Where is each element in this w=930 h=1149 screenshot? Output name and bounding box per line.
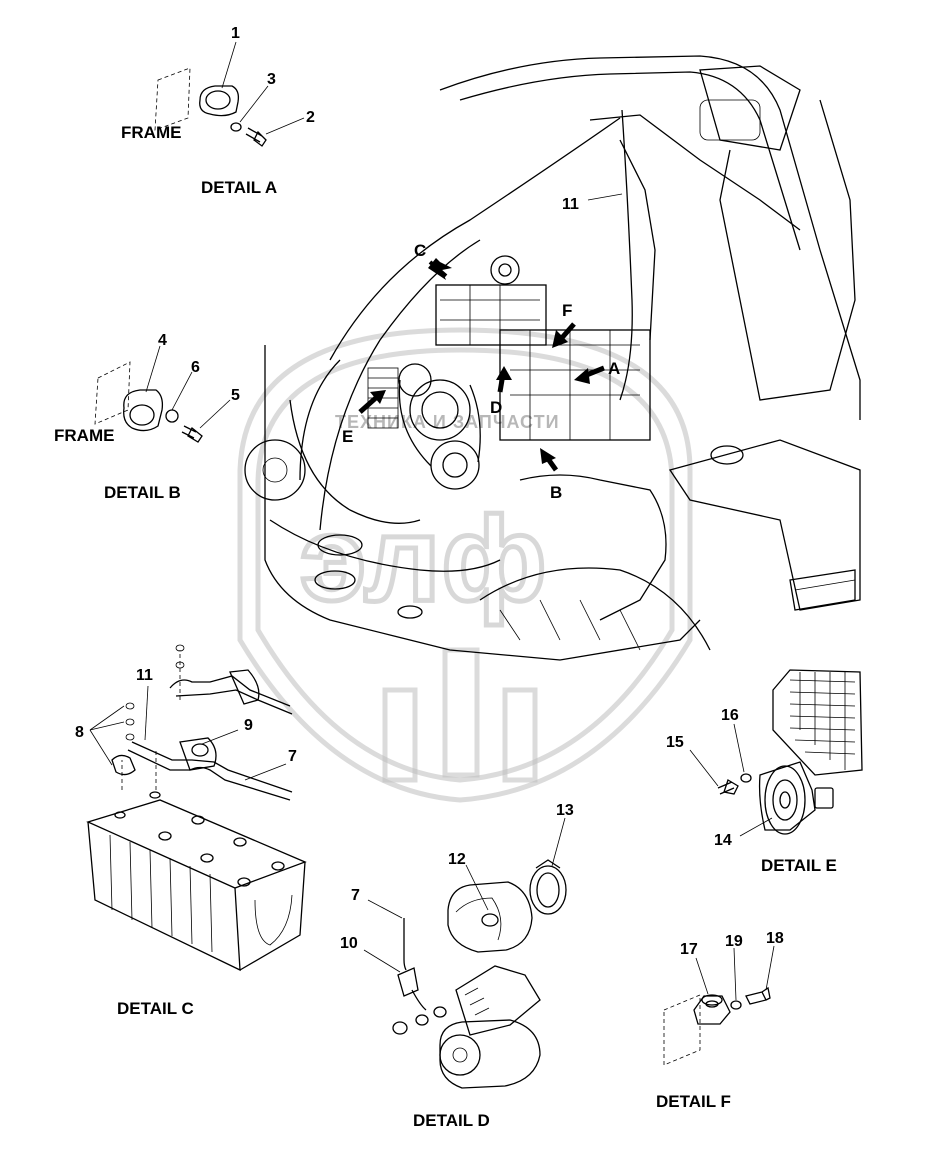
frame-label-b: FRAME	[54, 426, 114, 445]
detail-a: 1 3 2 FRAME DETAIL A	[121, 25, 315, 197]
callout-15: 15	[666, 734, 684, 751]
callout-4: 4	[158, 332, 167, 349]
callout-16: 16	[721, 707, 739, 724]
callout-3: 3	[267, 71, 276, 88]
detail-f-caption: DETAIL F	[656, 1092, 731, 1111]
frame-label-a: FRAME	[121, 123, 181, 142]
detail-d: 7 10 12 13 DETAIL D	[340, 802, 574, 1130]
callout-12: 12	[448, 851, 466, 868]
callout-14: 14	[714, 832, 732, 849]
detail-e: 15 16 14 DETAIL E	[666, 669, 863, 875]
callout-5: 5	[231, 387, 240, 404]
svg-text:A: A	[608, 359, 620, 378]
detail-c-caption: DETAIL C	[117, 999, 194, 1018]
callout-7-c: 7	[288, 748, 297, 765]
arrow-c: C	[414, 241, 452, 280]
callout-19: 19	[725, 933, 743, 950]
callout-18: 18	[766, 930, 784, 947]
svg-text:D: D	[490, 398, 502, 417]
callout-11-c: 11	[136, 667, 153, 684]
svg-text:E: E	[342, 427, 353, 446]
callout-2: 2	[306, 109, 315, 126]
callout-13: 13	[556, 802, 574, 819]
arrow-e: E	[342, 390, 386, 446]
callout-17: 17	[680, 941, 698, 958]
svg-text:B: B	[550, 483, 562, 502]
detail-c: 8 11 9 7 DETAIL C	[75, 644, 307, 1018]
arrow-d: D	[490, 366, 512, 417]
watermark-logo: элф	[300, 492, 548, 626]
callout-1: 1	[231, 25, 240, 42]
callout-9: 9	[244, 717, 253, 734]
callout-8: 8	[75, 724, 84, 741]
machine-main-view: 11 C F A D E B	[244, 55, 861, 661]
callout-6: 6	[191, 359, 200, 376]
svg-text:F: F	[562, 301, 572, 320]
svg-text:C: C	[414, 241, 426, 260]
detail-b: 4 6 5 FRAME DETAIL B	[54, 332, 240, 502]
detail-b-caption: DETAIL B	[104, 483, 181, 502]
detail-f: 17 19 18 DETAIL F	[656, 930, 784, 1111]
watermark-text: ТЕХНИКА И ЗАПЧАСТИ	[335, 412, 560, 432]
watermark: элф ТЕХНИКА И ЗАПЧАСТИ	[237, 327, 693, 803]
detail-d-caption: DETAIL D	[413, 1111, 490, 1130]
arrow-a: A	[574, 359, 620, 384]
callout-7-d: 7	[351, 887, 360, 904]
detail-a-caption: DETAIL A	[201, 178, 277, 197]
callout-11-main: 11	[562, 196, 579, 213]
arrow-f: F	[552, 301, 576, 348]
detail-e-caption: DETAIL E	[761, 856, 837, 875]
callout-10: 10	[340, 935, 358, 952]
arrow-b: B	[540, 448, 562, 502]
